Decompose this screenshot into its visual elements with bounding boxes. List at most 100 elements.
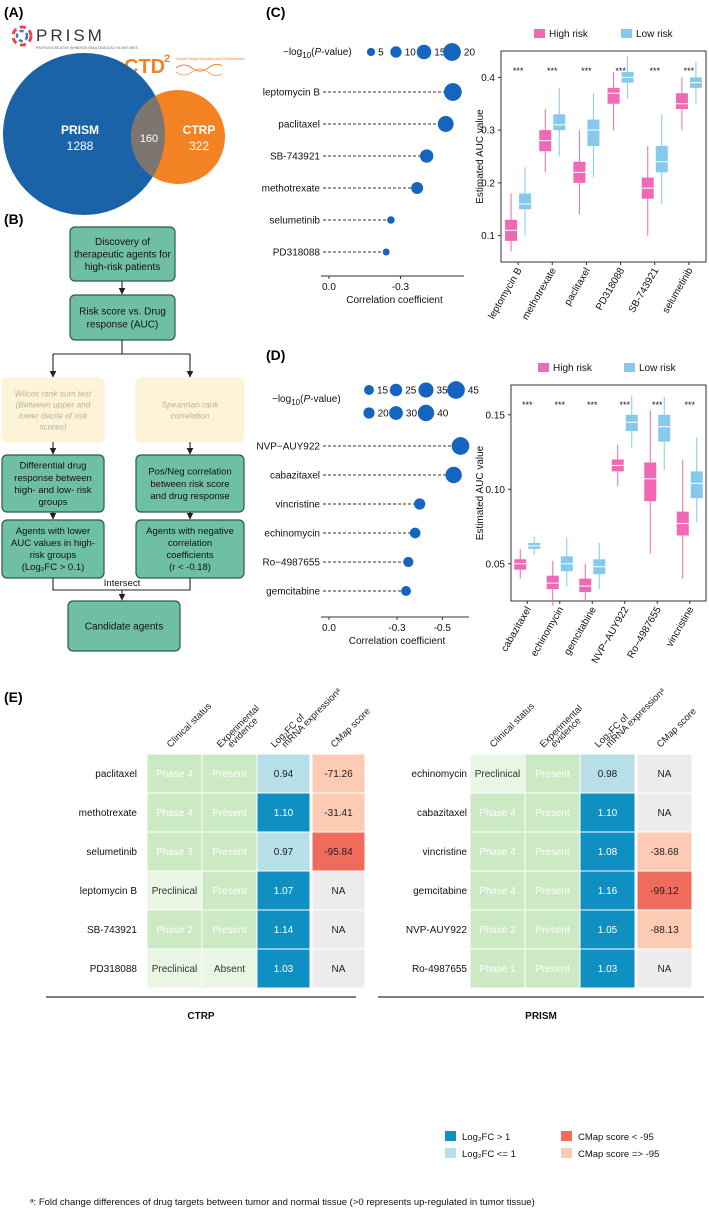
legend-swatch (445, 1148, 456, 1158)
size-legend-dot (443, 43, 461, 61)
size-legend-dot (417, 404, 435, 422)
status-cell (469, 753, 526, 794)
size-legend-title: −log10(P‐value) (272, 394, 341, 407)
flow-candidate-line: Candidate agents (85, 622, 163, 633)
cmap-cell (311, 909, 366, 950)
legend-label: CMap score => -95 (578, 1149, 659, 1160)
group-label: CTRP (187, 1011, 215, 1022)
significance-stars: *** (513, 66, 524, 76)
drug-label: methotrexate (262, 184, 321, 195)
cmap-text: -71.26 (324, 769, 353, 780)
status-text: Phase 4 (479, 886, 516, 897)
fc-text: 1.10 (598, 808, 618, 819)
lollipop-point (403, 556, 414, 568)
status-cell (469, 792, 526, 833)
status-text: Phase 3 (156, 847, 193, 858)
cmap-cell (636, 870, 693, 911)
flow-lower-auc-formula: (Log₂FC > 0.1) (22, 562, 85, 573)
cmap-text: -31.41 (324, 808, 353, 819)
status-text: Preclinical (152, 886, 198, 897)
flow-wilcox-line: (Between upper and (16, 399, 91, 409)
lollipop-point (451, 437, 470, 455)
size-legend-label: 25 (405, 386, 417, 397)
fc-text: 1.03 (274, 964, 294, 975)
cmap-text: NA (658, 964, 672, 975)
size-legend-label: 10 (405, 48, 417, 59)
box-iqr (655, 145, 668, 173)
size-legend-dot (389, 406, 403, 420)
status-text: Phase 2 (479, 925, 516, 936)
y-tick-label: 0.2 (481, 178, 495, 189)
x-tick-label: -0.3 (392, 282, 410, 293)
flow-lower-auc-line: risk groups (30, 550, 77, 561)
cmap-cell (636, 909, 693, 950)
cmap-text: -88.13 (650, 925, 679, 936)
flow-wilcox-line: scores) (39, 421, 66, 431)
evidence-cell (524, 870, 581, 911)
drug-label: gemcitabine (266, 587, 320, 598)
prism-logo: PRISM PROFILING RELATIVE INHIBITION SIMU… (11, 25, 138, 50)
legend-swatch (561, 1148, 572, 1158)
plot-frame (500, 50, 707, 263)
panel-e-label: (E) (4, 689, 23, 705)
y-tick-label: 0.1 (481, 231, 495, 242)
lollipop-point (445, 466, 462, 484)
flow-spearman-line: correlation (171, 410, 210, 420)
flow-start-line: high-risk patients (85, 262, 161, 273)
column-header: CMap score (655, 706, 699, 750)
flow-diff-line: high- and low- risk (14, 485, 91, 496)
size-legend-label: 15 (434, 48, 446, 59)
lollipop-point (443, 83, 462, 101)
drug-label: vincristine (276, 500, 321, 511)
significance-stars: *** (684, 400, 695, 410)
footnote: ᵃ: Fold change differences of drug targe… (30, 1197, 535, 1208)
panel-c-label: (C) (266, 4, 285, 20)
significance-stars: *** (547, 66, 558, 76)
ctd-logo-sup: 2 (164, 53, 170, 65)
lollipop-point (401, 586, 412, 596)
flow-start-line: therapeutic agents for (74, 250, 171, 261)
size-legend-label: 20 (378, 409, 390, 420)
y-tick-label: 0.10 (486, 485, 506, 496)
size-legend-label: 45 (468, 386, 480, 397)
table-drug-label: cabazitaxel (417, 808, 467, 819)
legend-label: Log₂FC <= 1 (462, 1149, 516, 1160)
drug-label: NVP−AUY922 (256, 442, 320, 453)
legend-swatch (534, 29, 545, 38)
box-iqr (644, 462, 657, 502)
x-tick-label: -0.3 (388, 623, 406, 634)
box-iqr (519, 193, 532, 210)
size-legend-dot (447, 381, 465, 399)
x-tick-label: -0.5 (434, 623, 452, 634)
y-tick-label: 0.4 (481, 73, 495, 84)
significance-stars: *** (587, 400, 598, 410)
overlap-venn-region (131, 90, 165, 184)
ctd-logo-tagline: Cancer Target Discovery and Development (176, 57, 244, 61)
legend-swatch (624, 363, 635, 372)
flow-start-line: Discovery of (95, 237, 150, 248)
lollipop-point (387, 216, 395, 224)
drug-label: Ro−4987655 (262, 558, 320, 569)
flow-wilcox-line: Wilcox rank sum test (15, 389, 92, 399)
size-legend-dot (390, 46, 402, 58)
table-drug-label: selumetinib (86, 847, 137, 858)
evidence-text: Present (535, 769, 570, 780)
lollipop-point (419, 149, 434, 163)
lollipop-point (414, 498, 426, 510)
fc-cell (579, 792, 636, 833)
x-axis-title: Correlation coefficient (349, 636, 446, 647)
flow-lower-auc-line: AUC values in high- (11, 538, 95, 549)
flow-candidate-box (67, 600, 181, 652)
cmap-text: -38.68 (650, 847, 679, 858)
flow-posneg-line: Pos/Neg correlation (148, 467, 231, 478)
evidence-text: Absent (214, 964, 245, 975)
cmap-cell (311, 831, 366, 872)
legend-label: High risk (549, 29, 589, 40)
evidence-text: Present (212, 925, 247, 936)
status-text: Preclinical (152, 964, 198, 975)
prism-logo-text: PRISM (36, 26, 105, 45)
x-tick-label: 0.0 (322, 282, 336, 293)
